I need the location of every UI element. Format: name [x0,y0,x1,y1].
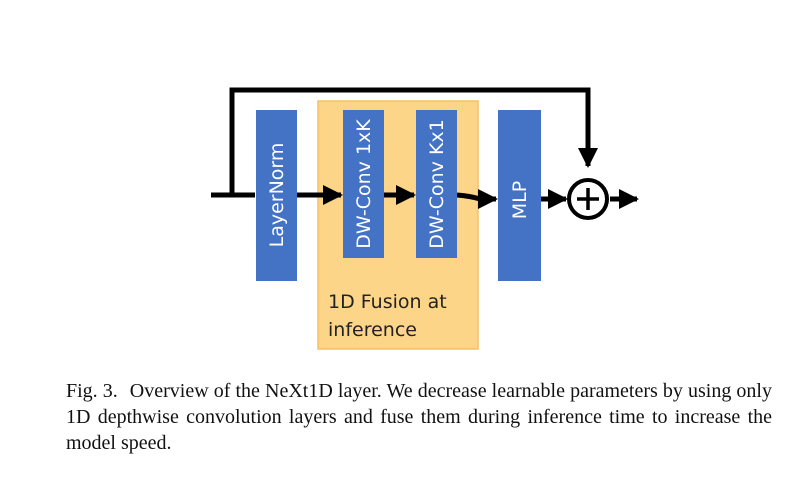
skip-connection [229,87,598,195]
dwconv-kx1-label: DW-Conv Kx1 [426,119,448,249]
arrow-dwconv-kx1-to-mlp [456,189,498,209]
mlp-label: MLP [509,181,531,219]
dwconv-1xk-label: DW-Conv 1xK [353,119,375,249]
add-node [567,178,609,220]
next1d-layer-diagram: 1D Fusion at inference LayerNorm DW-Conv… [211,87,639,350]
figure-caption: Fig. 3.Overview of the NeXt1D layer. We … [66,378,772,456]
layernorm-block: LayerNorm [256,110,297,281]
figure-number: Fig. 3. [66,380,118,402]
mlp-block: MLP [498,110,541,281]
caption-text: Overview of the NeXt1D layer. We decreas… [66,380,772,454]
fusion-region-label-line1: 1D Fusion at [328,291,447,313]
fusion-region-label-line2: inference [328,319,417,341]
dwconv-kx1-block: DW-Conv Kx1 [416,110,457,258]
dwconv-1xk-block: DW-Conv 1xK [343,110,384,258]
layernorm-label: LayerNorm [266,143,288,248]
